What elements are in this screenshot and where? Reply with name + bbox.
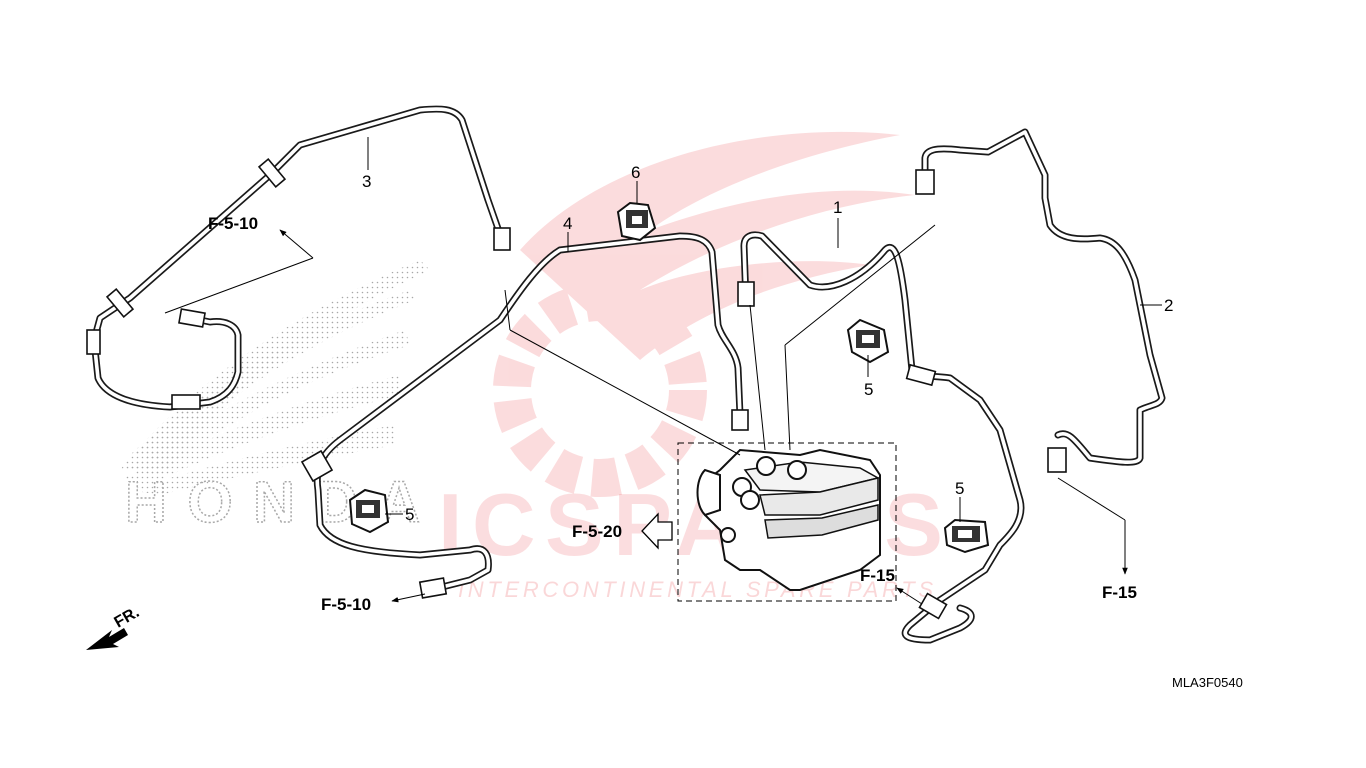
diagram-code: MLA3F0540 bbox=[1172, 675, 1243, 690]
part-number-5-right: 5 bbox=[955, 479, 964, 498]
part-number-3: 3 bbox=[362, 172, 371, 191]
clamp-5-left bbox=[348, 488, 390, 534]
clamp-5-right bbox=[943, 518, 990, 554]
brake-pipe-2 bbox=[915, 128, 1166, 473]
ics-watermark-tagline: INTERCONTINENTAL SPARE PARTS bbox=[458, 577, 933, 602]
reference-f-5-10-bottom[interactable]: F-5-10 bbox=[321, 595, 371, 614]
clamp-6 bbox=[616, 201, 657, 242]
leader-lines bbox=[164, 137, 1162, 605]
part-number-5-left: 5 bbox=[405, 505, 414, 524]
brake-pipe-4 bbox=[300, 232, 749, 599]
clamp-5-center bbox=[846, 318, 890, 364]
part-number-5-center: 5 bbox=[864, 380, 873, 399]
reference-f-15-right[interactable]: F-15 bbox=[1102, 583, 1137, 602]
front-direction-arrow-icon bbox=[86, 628, 128, 650]
part-number-4: 4 bbox=[563, 214, 572, 233]
abs-modulator bbox=[677, 442, 897, 602]
ics-logo-watermark bbox=[493, 131, 915, 497]
part-number-2: 2 bbox=[1164, 296, 1173, 315]
brake-pipe-3 bbox=[86, 105, 511, 411]
front-marker-label: FR. bbox=[112, 604, 143, 632]
part-number-6: 6 bbox=[631, 163, 640, 182]
part-number-1: 1 bbox=[833, 198, 842, 217]
honda-wing-watermark bbox=[120, 260, 430, 495]
reference-f-15-mid[interactable]: F-15 bbox=[860, 566, 895, 585]
reference-f-5-10-top[interactable]: F-5-10 bbox=[208, 214, 258, 233]
brake-pipe-1 bbox=[737, 231, 1025, 644]
reference-f-5-20[interactable]: F-5-20 bbox=[572, 522, 622, 541]
